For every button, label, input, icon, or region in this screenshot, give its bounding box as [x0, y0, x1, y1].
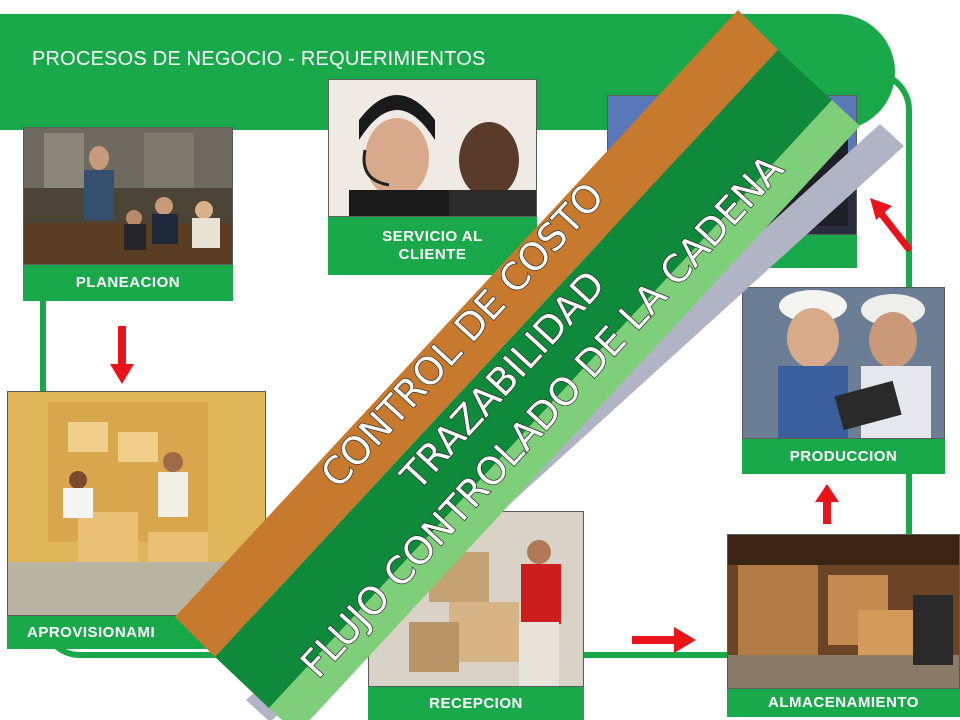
servicio-label: SERVICIO AL CLIENTE [328, 217, 537, 275]
arrow-right-icon [632, 627, 696, 653]
arrow-down-icon [110, 326, 134, 384]
node-recepcion: RECEPCION [368, 511, 584, 720]
recepcion-photo [368, 511, 584, 687]
node-planeacion: PLANEACION [23, 127, 233, 301]
node-aprovisionamiento: APROVISIONAMI [7, 391, 266, 649]
despacho-label-text: ACHO [740, 242, 787, 260]
node-despacho: ACHO [607, 95, 857, 268]
recepcion-label: RECEPCION [368, 687, 584, 720]
arrow-up-icon [815, 484, 839, 524]
aprovisionamiento-label: APROVISIONAMI [7, 616, 266, 649]
servicio-photo [328, 79, 537, 217]
produccion-label: PRODUCCION [742, 439, 945, 474]
node-servicio-al-cliente: SERVICIO AL CLIENTE [328, 79, 537, 275]
planeacion-photo [23, 127, 233, 265]
node-almacenamiento: ALMACENAMIENTO [727, 534, 960, 717]
planeacion-label: PLANEACION [23, 265, 233, 301]
page-title: PROCESOS DE NEGOCIO - REQUERIMIENTOS [32, 48, 486, 70]
despacho-label: ACHO [607, 235, 857, 268]
almacenamiento-label: ALMACENAMIENTO [727, 689, 960, 717]
produccion-photo [742, 287, 945, 439]
almacenamiento-photo [727, 534, 960, 689]
aprovisionamiento-photo [7, 391, 266, 616]
aprovisionamiento-label-text: APROVISIONAMI [27, 623, 156, 641]
despacho-photo [607, 95, 857, 235]
arrow-up-right-icon [870, 198, 912, 252]
node-produccion: PRODUCCION [742, 287, 945, 474]
